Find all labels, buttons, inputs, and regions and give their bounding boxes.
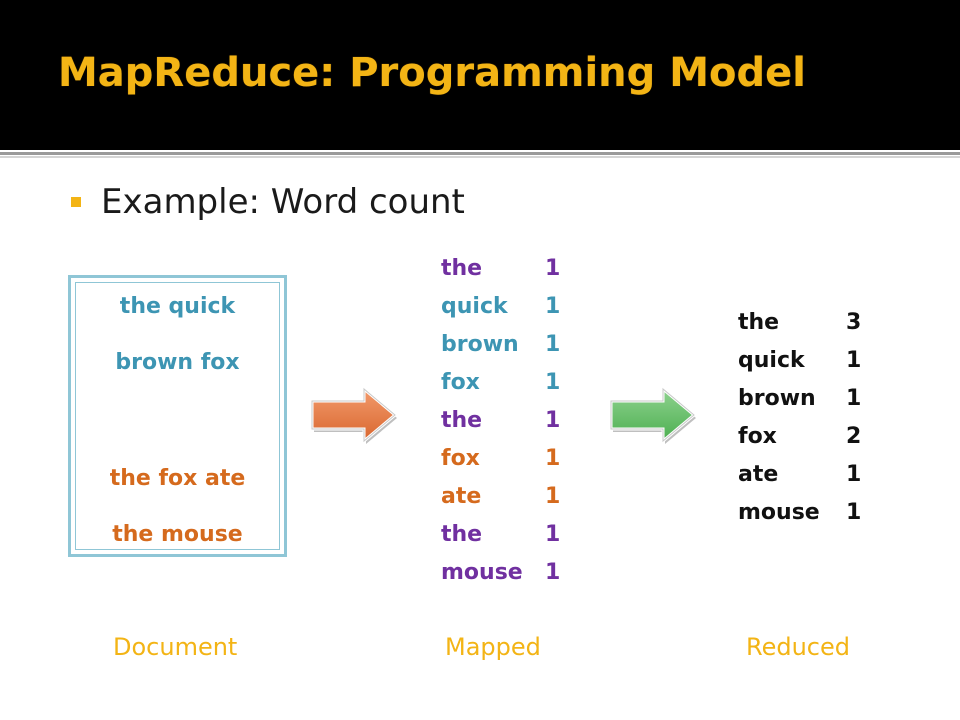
mapped-word: fox: [441, 446, 480, 471]
reduced-count: 3: [846, 310, 862, 335]
mapped-word: quick: [441, 294, 508, 319]
reduced-word: ate: [738, 462, 779, 487]
mapped-count: 1: [545, 294, 561, 319]
title-divider: [0, 152, 960, 155]
map-arrow-icon: [310, 385, 398, 445]
reduced-count: 1: [846, 348, 862, 373]
mapped-word: the: [441, 256, 483, 281]
reduced-word: the: [738, 310, 780, 335]
caption-mapped: Mapped: [445, 633, 541, 661]
mapped-word: brown: [441, 332, 519, 357]
reduce-arrow-icon: [609, 385, 697, 445]
mapped-count: 1: [545, 256, 561, 281]
mapped-count: 1: [545, 446, 561, 471]
reduced-count: 1: [846, 500, 862, 525]
title-divider-light: [0, 156, 960, 158]
mapped-word: ate: [441, 484, 482, 509]
reduced-count: 1: [846, 386, 862, 411]
mapped-word: the: [441, 522, 483, 547]
reduced-count: 1: [846, 462, 862, 487]
mapped-count: 1: [545, 522, 561, 547]
document-line-1: the quick: [119, 294, 236, 319]
mapped-count: 1: [545, 560, 561, 585]
bullet-square-icon: [71, 197, 81, 207]
caption-document: Document: [113, 633, 238, 661]
slide-title: MapReduce: Programming Model: [58, 50, 806, 96]
document-box-inner-border: [75, 282, 280, 550]
document-line-3: the fox ate: [109, 466, 246, 491]
mapped-count: 1: [545, 370, 561, 395]
document-line-2: brown fox: [115, 350, 240, 375]
reduced-word: quick: [738, 348, 805, 373]
mapped-count: 1: [545, 332, 561, 357]
mapped-count: 1: [545, 408, 561, 433]
mapped-word: mouse: [441, 560, 523, 585]
mapped-word: the: [441, 408, 483, 433]
reduced-word: mouse: [738, 500, 820, 525]
reduced-word: fox: [738, 424, 777, 449]
caption-reduced: Reduced: [746, 633, 851, 661]
document-box: the quick brown fox the fox ate the mous…: [68, 275, 287, 557]
mapped-count: 1: [545, 484, 561, 509]
mapped-word: fox: [441, 370, 480, 395]
title-bar: MapReduce: Programming Model: [0, 0, 960, 150]
reduced-word: brown: [738, 386, 816, 411]
bullet-text: Example: Word count: [101, 182, 465, 222]
document-line-4: the mouse: [112, 522, 243, 547]
reduced-count: 2: [846, 424, 862, 449]
